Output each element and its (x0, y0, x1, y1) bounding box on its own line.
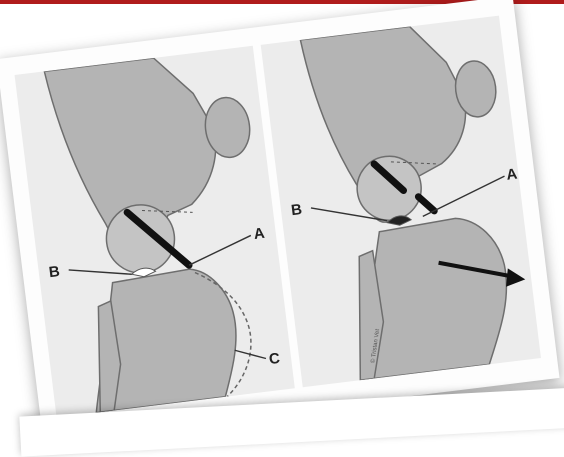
right-torn-ligament-lower (418, 195, 434, 213)
right-knee-panel: B A © Tristan Vet (261, 16, 541, 388)
left-label-b: B (48, 263, 61, 281)
right-label-a: A (505, 166, 518, 184)
right-label-b: B (290, 201, 303, 219)
left-label-c: C (268, 350, 281, 368)
left-label-a: A (253, 225, 266, 243)
left-leader-a (186, 235, 253, 265)
left-knee-panel: B A C (15, 46, 295, 418)
right-thrust-arrow-head (504, 266, 526, 286)
diagram-photo-card: B A C B A © Tristan Vet (0, 0, 560, 441)
